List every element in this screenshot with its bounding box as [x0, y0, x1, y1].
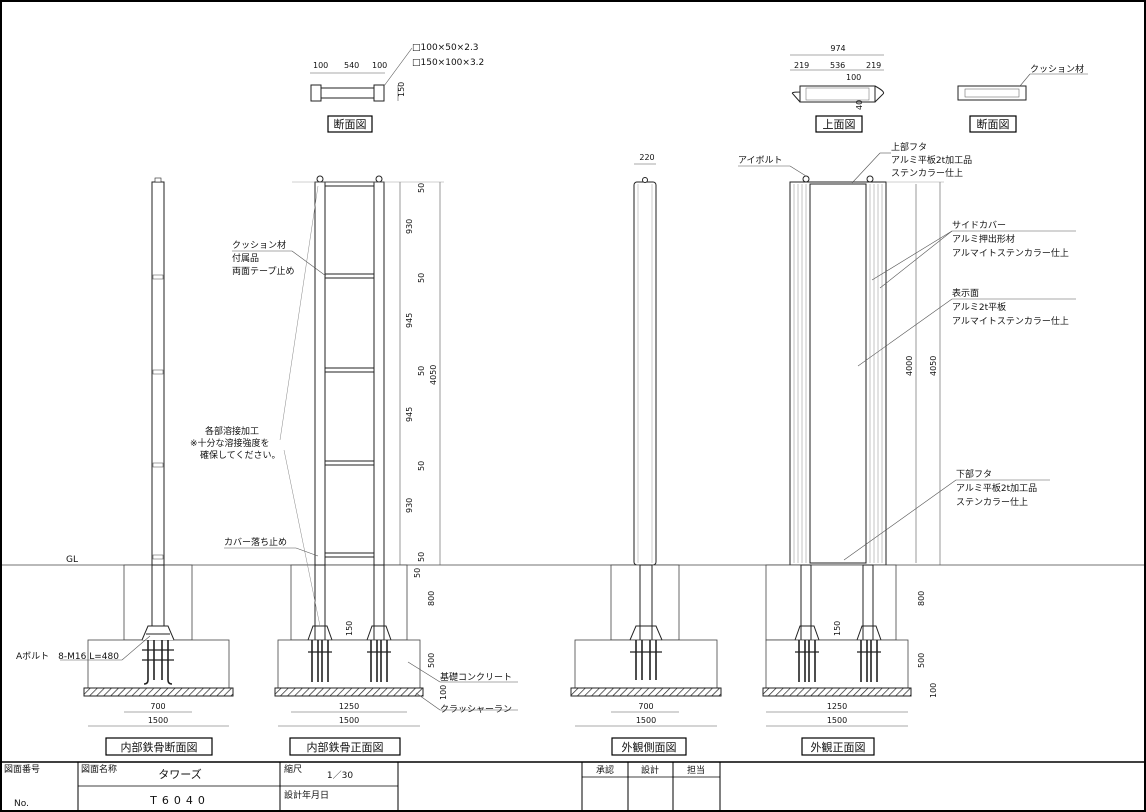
v4-dim-1250: 1250 [827, 702, 847, 711]
v2-note-cushion: クッション材 [232, 239, 286, 251]
view1-dim-700: 700 [150, 702, 165, 711]
v2-dim-50c: 50 [417, 366, 426, 376]
v2-dim-50a: 50 [417, 183, 426, 193]
top-view-label: 上面図 [823, 118, 856, 131]
v4-dim-100: 100 [929, 683, 938, 698]
v2-note-tape: 両面テープ止め [232, 265, 294, 277]
title-block: 図面番号 No. 図面名称 タワーズ T6040 縮尺 1／30 設計年月日 承… [1, 761, 1145, 811]
v3-top-dim: 220 [639, 153, 654, 162]
v2-dim-150: 150 [345, 621, 354, 636]
v4-dim-4000: 4000 [905, 356, 914, 376]
v2-note-weld-2: ※十分な溶接強度を [190, 437, 270, 449]
section1-dim-1: 100 [313, 61, 328, 70]
v4-note-side-cover-2: アルミ押出形材 [952, 233, 1015, 245]
v2-note-weld-3: 確保してください。 [200, 449, 280, 461]
v4-note-face: 表示面 [952, 287, 979, 299]
v4-note-bottom-cap: 下部フタ [956, 468, 992, 480]
v2-dim-500: 500 [427, 653, 436, 668]
v2-note-accessory: 付属品 [232, 253, 259, 264]
view-exterior-front: 4000 4050 800 500 100 150 アイボルト 上部フタ アルミ… [738, 141, 1076, 756]
v4-note-side-cover-3: アルマイトステンカラー仕上 [952, 247, 1069, 259]
v2-dim-930a: 930 [405, 219, 414, 234]
tb-approval: 承認 [596, 764, 614, 776]
tb-no-label: No. [14, 799, 29, 809]
v4-note-bottom-cap-2: アルミ平板2t加工品 [956, 482, 1037, 494]
view-internal-frame-front: 50 930 50 945 50 945 50 930 50 4050 50 8… [190, 175, 518, 756]
v4-note-top-cap-2: アルミ平板2t加工品 [891, 154, 972, 166]
v4-dim-4050: 4050 [929, 356, 938, 376]
view-internal-frame-section: Aボルト 8-M16 L=480 700 1500 内部鉄骨断面図 [16, 177, 234, 756]
v4-note-face-2: アルミ2t平板 [952, 301, 1006, 313]
v2-dim-4050: 4050 [429, 365, 438, 385]
top-dim-total: 974 [830, 44, 845, 53]
v2-dim-1250: 1250 [339, 702, 359, 711]
v4-note-top-cap: 上部フタ [891, 141, 927, 153]
section1-dim-4: 150 [397, 82, 406, 97]
v4-note-top-cap-3: ステンカラー仕上 [891, 167, 963, 179]
v4-note-bottom-cap-3: ステンカラー仕上 [956, 496, 1028, 508]
v4-note-side-cover: サイドカバー [952, 220, 1006, 231]
top-dim-left: 219 [794, 61, 809, 70]
v2-dim-50d: 50 [417, 461, 426, 471]
v2-dim-945a: 945 [405, 313, 414, 328]
bolt-note: Aボルト 8-M16 L=480 [16, 651, 119, 662]
section2-note: クッション材 [1030, 63, 1084, 75]
v2-dim-800: 800 [427, 591, 436, 606]
v2-note-foundation: 基礎コンクリート [440, 671, 512, 683]
tb-scale-label: 縮尺 [284, 763, 302, 775]
top-dim-depth: 100 [846, 73, 861, 82]
v2-dim-50f: 50 [413, 568, 422, 578]
v2-note-weld: 各部溶接加工 [205, 425, 259, 437]
v4-dim-800: 800 [917, 591, 926, 606]
v2-dim-50e: 50 [417, 552, 426, 562]
view4-title: 外観正面図 [811, 740, 866, 754]
section1-dim-3: 100 [372, 61, 387, 70]
section1-dim-2: 540 [344, 61, 359, 70]
v4-note-eyebolt: アイボルト [738, 155, 783, 166]
v2-dim-930b: 930 [405, 498, 414, 513]
tb-drawing-name-label: 図面名称 [81, 763, 117, 775]
tb-design: 設計 [641, 764, 659, 776]
section1-spec-1: □100×50×2.3 [412, 43, 479, 53]
view1-title: 内部鉄骨断面図 [121, 740, 198, 754]
top-dim-40: 40 [855, 100, 864, 110]
tb-charge: 担当 [687, 764, 705, 776]
v4-dim-500: 500 [917, 653, 926, 668]
section1-label: 断面図 [334, 117, 367, 131]
view2-title: 内部鉄骨正面図 [307, 740, 384, 754]
section1-spec-2: □150×100×3.2 [412, 58, 484, 68]
gl-label: GL [66, 555, 78, 565]
v4-note-face-3: アルマイトステンカラー仕上 [952, 315, 1069, 327]
view1-dim-1500: 1500 [148, 716, 168, 725]
v4-dim-150: 150 [833, 621, 842, 636]
v3-dim-1500: 1500 [636, 716, 656, 725]
tb-scale: 1／30 [327, 770, 353, 781]
v2-dim-100: 100 [439, 685, 448, 700]
tb-drawing-no-label: 図面番号 [4, 763, 40, 775]
tb-code: T6040 [149, 794, 210, 807]
top-view: 974 219 536 219 100 40 上面図 [790, 44, 885, 133]
section2-label: 断面図 [977, 117, 1010, 131]
section-view-1: 100 540 100 150 □100×50×2.3 □150×100×3.2… [310, 43, 484, 133]
v2-dim-1500: 1500 [339, 716, 359, 725]
top-dim-mid: 536 [830, 61, 845, 70]
top-dim-right: 219 [866, 61, 881, 70]
view3-title: 外観側面図 [622, 740, 677, 754]
tb-drawing-name: タワーズ [158, 767, 201, 781]
section-view-2: クッション材 断面図 [957, 63, 1088, 133]
v2-note-cover-stop: カバー落ち止め [224, 536, 287, 548]
tb-date-label: 設計年月日 [284, 789, 329, 801]
v3-dim-700: 700 [638, 702, 653, 711]
v2-dim-945b: 945 [405, 407, 414, 422]
view-exterior-side: 220 700 1500 外観側面図 [570, 153, 722, 756]
v2-dim-50b: 50 [417, 273, 426, 283]
v4-dim-1500: 1500 [827, 716, 847, 725]
v2-note-crusher: クラッシャーラン [440, 704, 512, 715]
